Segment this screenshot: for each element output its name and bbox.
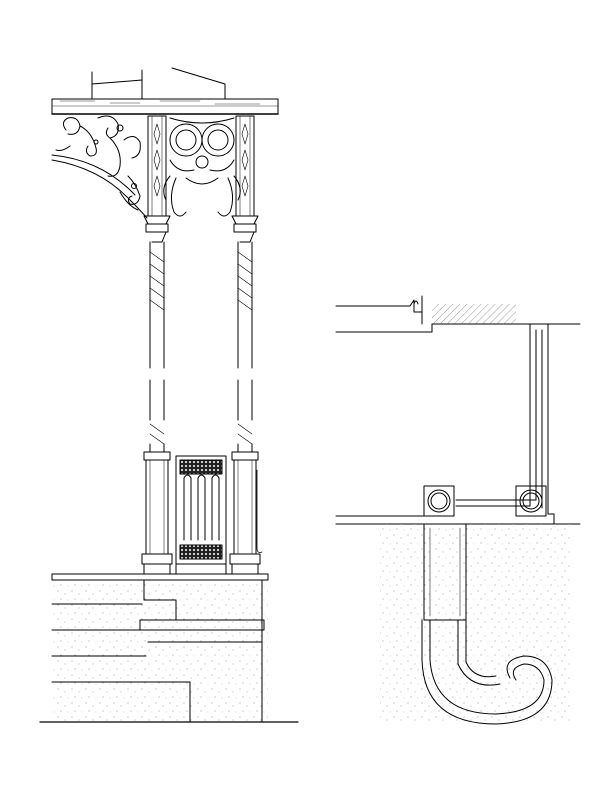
- left-post: [143, 115, 171, 453]
- porch-deck: [51, 573, 269, 722]
- right-pedestal: [229, 451, 263, 575]
- spandrel-fretwork: [163, 117, 241, 217]
- section-upper-slab: [335, 295, 581, 333]
- steps: [39, 579, 299, 723]
- right-post: [231, 115, 259, 453]
- section-hook-support: [421, 523, 553, 725]
- left-pedestal: [141, 451, 173, 575]
- roof-cornice: [51, 67, 279, 115]
- section-rails: [423, 485, 547, 517]
- section-lower-slab: [335, 513, 581, 724]
- scroll-bracket: [51, 115, 148, 219]
- railing-panel: [175, 455, 227, 575]
